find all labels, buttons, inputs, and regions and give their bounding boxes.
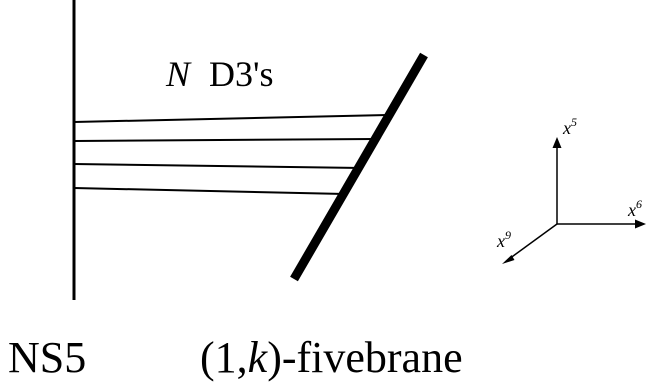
d3-brane-2: [73, 138, 376, 142]
coordinate-axes: [502, 137, 646, 264]
axis-x5-label-sup: 5: [571, 115, 577, 129]
axis-x6-label: x6: [627, 197, 642, 220]
fivebrane-label-rest: )-fivebrane: [267, 333, 462, 382]
fivebrane-label-k: k: [248, 333, 269, 382]
axis-x5-label: x5: [562, 115, 577, 138]
d3-count-symbol: N: [165, 54, 192, 94]
axis-x5-arrowhead: [552, 137, 562, 148]
axis-x9-label: x9: [496, 228, 511, 251]
d3-brane-1: [73, 114, 389, 123]
axis-x9-arrowhead: [502, 255, 515, 264]
d3-brane-3: [73, 163, 363, 169]
fivebrane-label: (1,k)-fivebrane: [200, 333, 463, 382]
axis-x6-arrowhead: [635, 219, 646, 229]
axis-x5-label-base: x: [562, 118, 571, 138]
d3-name: D3's: [209, 54, 274, 94]
ns5-label: NS5: [8, 333, 86, 382]
axis-x6-label-sup: 6: [636, 197, 642, 211]
d3-label: N D3's: [165, 54, 274, 94]
d3-brane-4: [73, 187, 346, 195]
fivebrane-label-open: (1,: [200, 333, 248, 382]
axis-x9-label-sup: 9: [505, 228, 511, 242]
axis-x6-label-base: x: [627, 200, 636, 220]
axis-x9: [508, 223, 558, 260]
axis-x9-label-base: x: [496, 231, 505, 251]
